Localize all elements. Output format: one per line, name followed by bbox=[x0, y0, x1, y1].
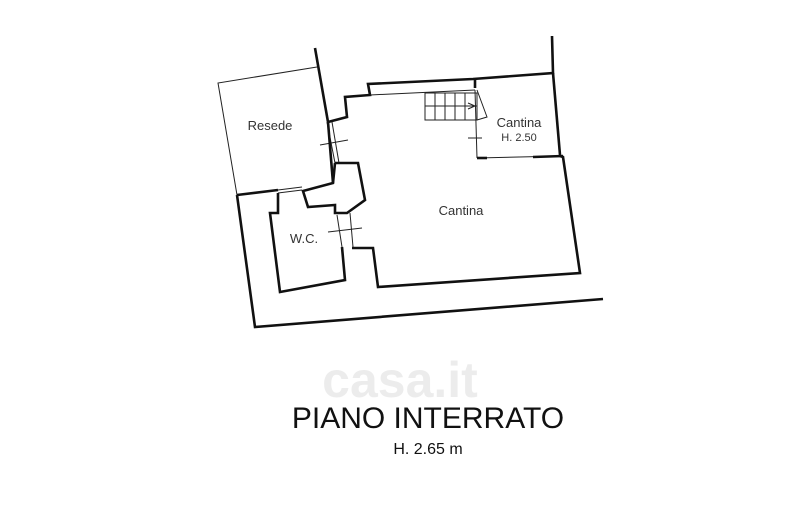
door-swing-mark bbox=[319, 139, 349, 146]
room-label-cantina-main: Cantina bbox=[439, 203, 485, 218]
north-wall bbox=[327, 35, 555, 124]
door-jamb bbox=[349, 212, 354, 248]
door-swing-mark bbox=[327, 227, 363, 233]
watermark-logo: casa.it bbox=[322, 352, 478, 408]
wc-walls bbox=[268, 193, 347, 294]
resede-bottom-wall bbox=[236, 188, 279, 197]
wall-segment bbox=[326, 121, 335, 184]
inner-top-line bbox=[369, 89, 476, 96]
room-height-cantina-small: H. 2.50 bbox=[501, 132, 536, 144]
east-wall-upper bbox=[551, 72, 562, 156]
door-jamb bbox=[277, 189, 303, 194]
cantina-small-partition bbox=[474, 89, 478, 159]
room-label-cantina-small: Cantina bbox=[497, 115, 543, 130]
room-label-wc: W.C. bbox=[290, 231, 318, 246]
outer-boundary bbox=[235, 194, 604, 329]
staircase bbox=[424, 89, 488, 121]
room-label-resede: Resede bbox=[248, 118, 293, 133]
cantina-main-walls bbox=[352, 154, 582, 289]
floor-title: PIANO INTERRATO bbox=[291, 402, 565, 435]
door-resede-wc bbox=[277, 186, 303, 191]
central-block bbox=[301, 161, 367, 215]
door-jamb bbox=[532, 154, 564, 159]
resede-outline bbox=[217, 66, 318, 196]
floor-height: H. 2.65 m bbox=[393, 441, 463, 458]
party-wall-left bbox=[313, 47, 330, 123]
svg-text:casa.it: casa.it bbox=[322, 352, 478, 408]
